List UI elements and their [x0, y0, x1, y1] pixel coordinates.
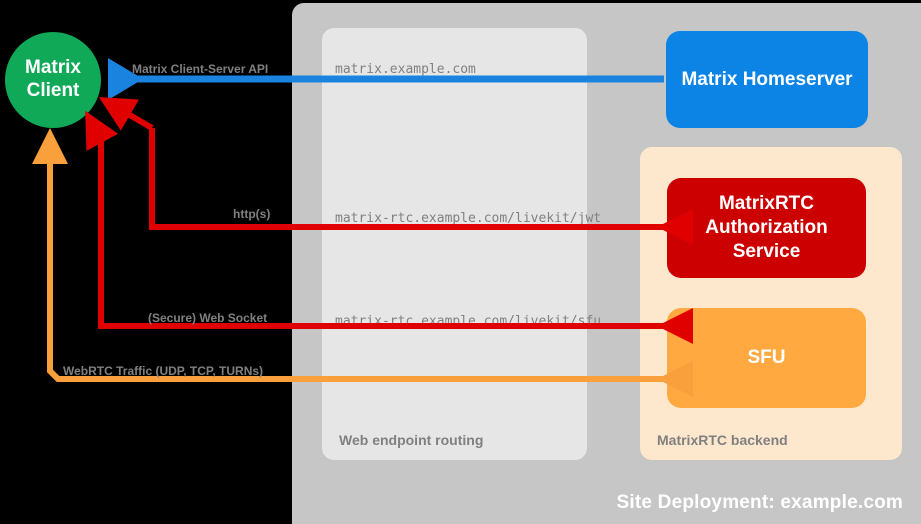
connection-label-webrtc: WebRTC Traffic (UDP, TCP, TURNs) [63, 364, 264, 378]
matrix-client-node: Matrix Client [5, 32, 101, 128]
matrix-client-line-2: Client [26, 80, 80, 101]
matrix-client-label: Matrix Client [25, 57, 81, 103]
web-endpoint-routing-panel: Web endpoint routing [322, 28, 587, 460]
connection-label-websocket: (Secure) Web Socket [148, 311, 268, 325]
connection-label-https: http(s) [233, 207, 271, 221]
connection-label-matrix-client-server-api: Matrix Client-Server API [132, 62, 269, 76]
sfu-node: SFU [667, 308, 866, 408]
matrixrtc-auth-service-label: MatrixRTC Authorization Service [705, 192, 827, 263]
matrixrtc-backend-label: MatrixRTC backend [657, 432, 788, 448]
matrix-homeserver-label: Matrix Homeserver [681, 68, 853, 90]
matrix-client-line-1: Matrix [25, 57, 81, 79]
matrix-homeserver-node: Matrix Homeserver [666, 31, 868, 128]
site-deployment-label: Site Deployment: example.com [616, 492, 903, 513]
endpoint-url-sfu: matrix-rtc.example.com/livekit/sfu [335, 314, 602, 329]
endpoint-url-jwt: matrix-rtc.example.com/livekit/jwt [335, 211, 602, 226]
auth-line-1: MatrixRTC [718, 193, 814, 215]
web-endpoint-routing-label: Web endpoint routing [339, 432, 484, 448]
matrixrtc-auth-service-node: MatrixRTC Authorization Service [667, 178, 866, 278]
sfu-label: SFU [747, 347, 786, 369]
auth-line-2: Authorization [705, 217, 828, 239]
auth-line-3: Service [732, 240, 801, 262]
endpoint-url-matrix: matrix.example.com [335, 62, 476, 77]
